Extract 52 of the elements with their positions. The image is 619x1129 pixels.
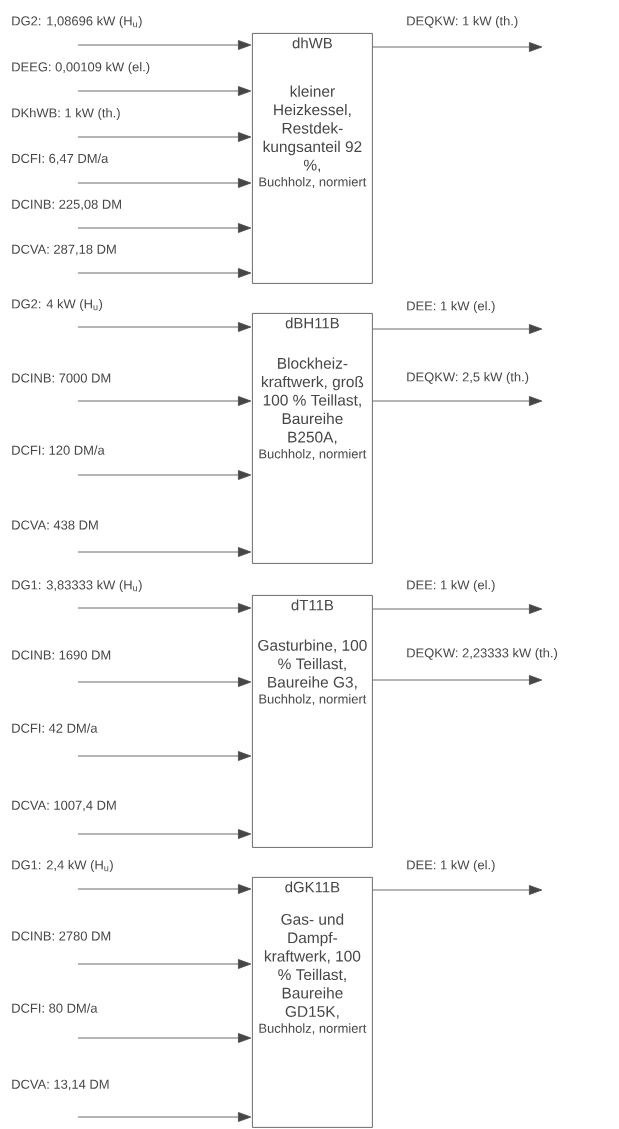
arrow [372, 396, 543, 406]
arrow [77, 751, 252, 761]
edge-label: DG2: 1,08696 kW (H$_{u}$) [12, 15, 142, 29]
arrow [77, 322, 252, 332]
arrow [372, 885, 543, 895]
edge-label: DEEG: 0,00109 kW (el.) [12, 61, 150, 75]
arrow [77, 268, 252, 278]
arrow [77, 470, 252, 480]
edge-label: DCFI: 120 DM/a [12, 445, 105, 455]
edge-label: DEQKW: 2,5 kW (th.) [407, 371, 529, 385]
arrow [77, 396, 252, 406]
arrow [372, 604, 543, 614]
edge-label: DEE: 1 kW (el.) [407, 300, 495, 314]
arrow [77, 1112, 252, 1122]
edge-label: DKhWB: 1 kW (th.) [12, 107, 120, 121]
edge-label: DCVA: 13,14 DM [12, 1079, 109, 1091]
edge-label: DCINB: 2780 DM [12, 931, 111, 941]
edge-label: DCFI: 80 DM/a [12, 1003, 98, 1013]
arrow [77, 178, 252, 188]
edge-label: DG2: 4 kW (H$_{u}$) [12, 298, 103, 312]
arrow [77, 677, 252, 687]
edge-label: DEQKW: 1 kW (th.) [407, 15, 518, 29]
arrow [77, 86, 252, 96]
edge-label: DG1: 2,4 kW (H$_{u}$) [12, 859, 113, 873]
process-box: dGK11B Gas- und Dampf- kraftwerk, 100 % Teillast, Baureihe GD15K, Buchholz, normiert [252, 877, 373, 1128]
edge-label: DEE: 1 kW (el.) [407, 579, 495, 593]
arrow [372, 42, 543, 52]
process-box: dT11B Gasturbine, 100 % Teillast, Baureihe G3, Buchholz, normiert [252, 595, 373, 848]
edge-label: DEQKW: 2,23333 kW (th.) [407, 647, 557, 661]
arrow [77, 603, 252, 613]
edge-label: DCINB: 1690 DM [12, 650, 111, 660]
arrow [77, 884, 252, 894]
arrow [77, 959, 252, 969]
process-box: dhWB kleiner Heizkessel, Restdek- kungsanteil 92 %, Buchholz, normiert [252, 33, 373, 284]
edge-label: DG1: 3,83333 kW (H$_{u}$) [12, 579, 142, 593]
arrow [77, 40, 252, 50]
edge-label: DCVA: 438 DM [12, 520, 98, 530]
arrow [77, 132, 252, 142]
edge-label: DCVA: 1007,4 DM [12, 800, 116, 812]
arrow [77, 223, 252, 233]
edge-label: DCINB: 7000 DM [12, 373, 111, 383]
process-box: dBH11B Blockheiz- kraftwerk, groß 100 % Teillast, Baureihe B250A, Buchholz, normiert [252, 313, 373, 564]
arrow [77, 547, 252, 557]
edge-label: DCVA: 287,18 DM [12, 244, 116, 256]
edge-label: DEE: 1 kW (el.) [407, 859, 495, 873]
edge-label: DCINB: 225,08 DM [12, 199, 121, 211]
arrow [372, 324, 543, 334]
arrow [77, 1033, 252, 1043]
arrow [372, 675, 543, 685]
edge-label: DCFI: 42 DM/a [12, 723, 98, 733]
edge-label: DCFI: 6,47 DM/a [12, 153, 109, 165]
arrow [77, 829, 252, 839]
